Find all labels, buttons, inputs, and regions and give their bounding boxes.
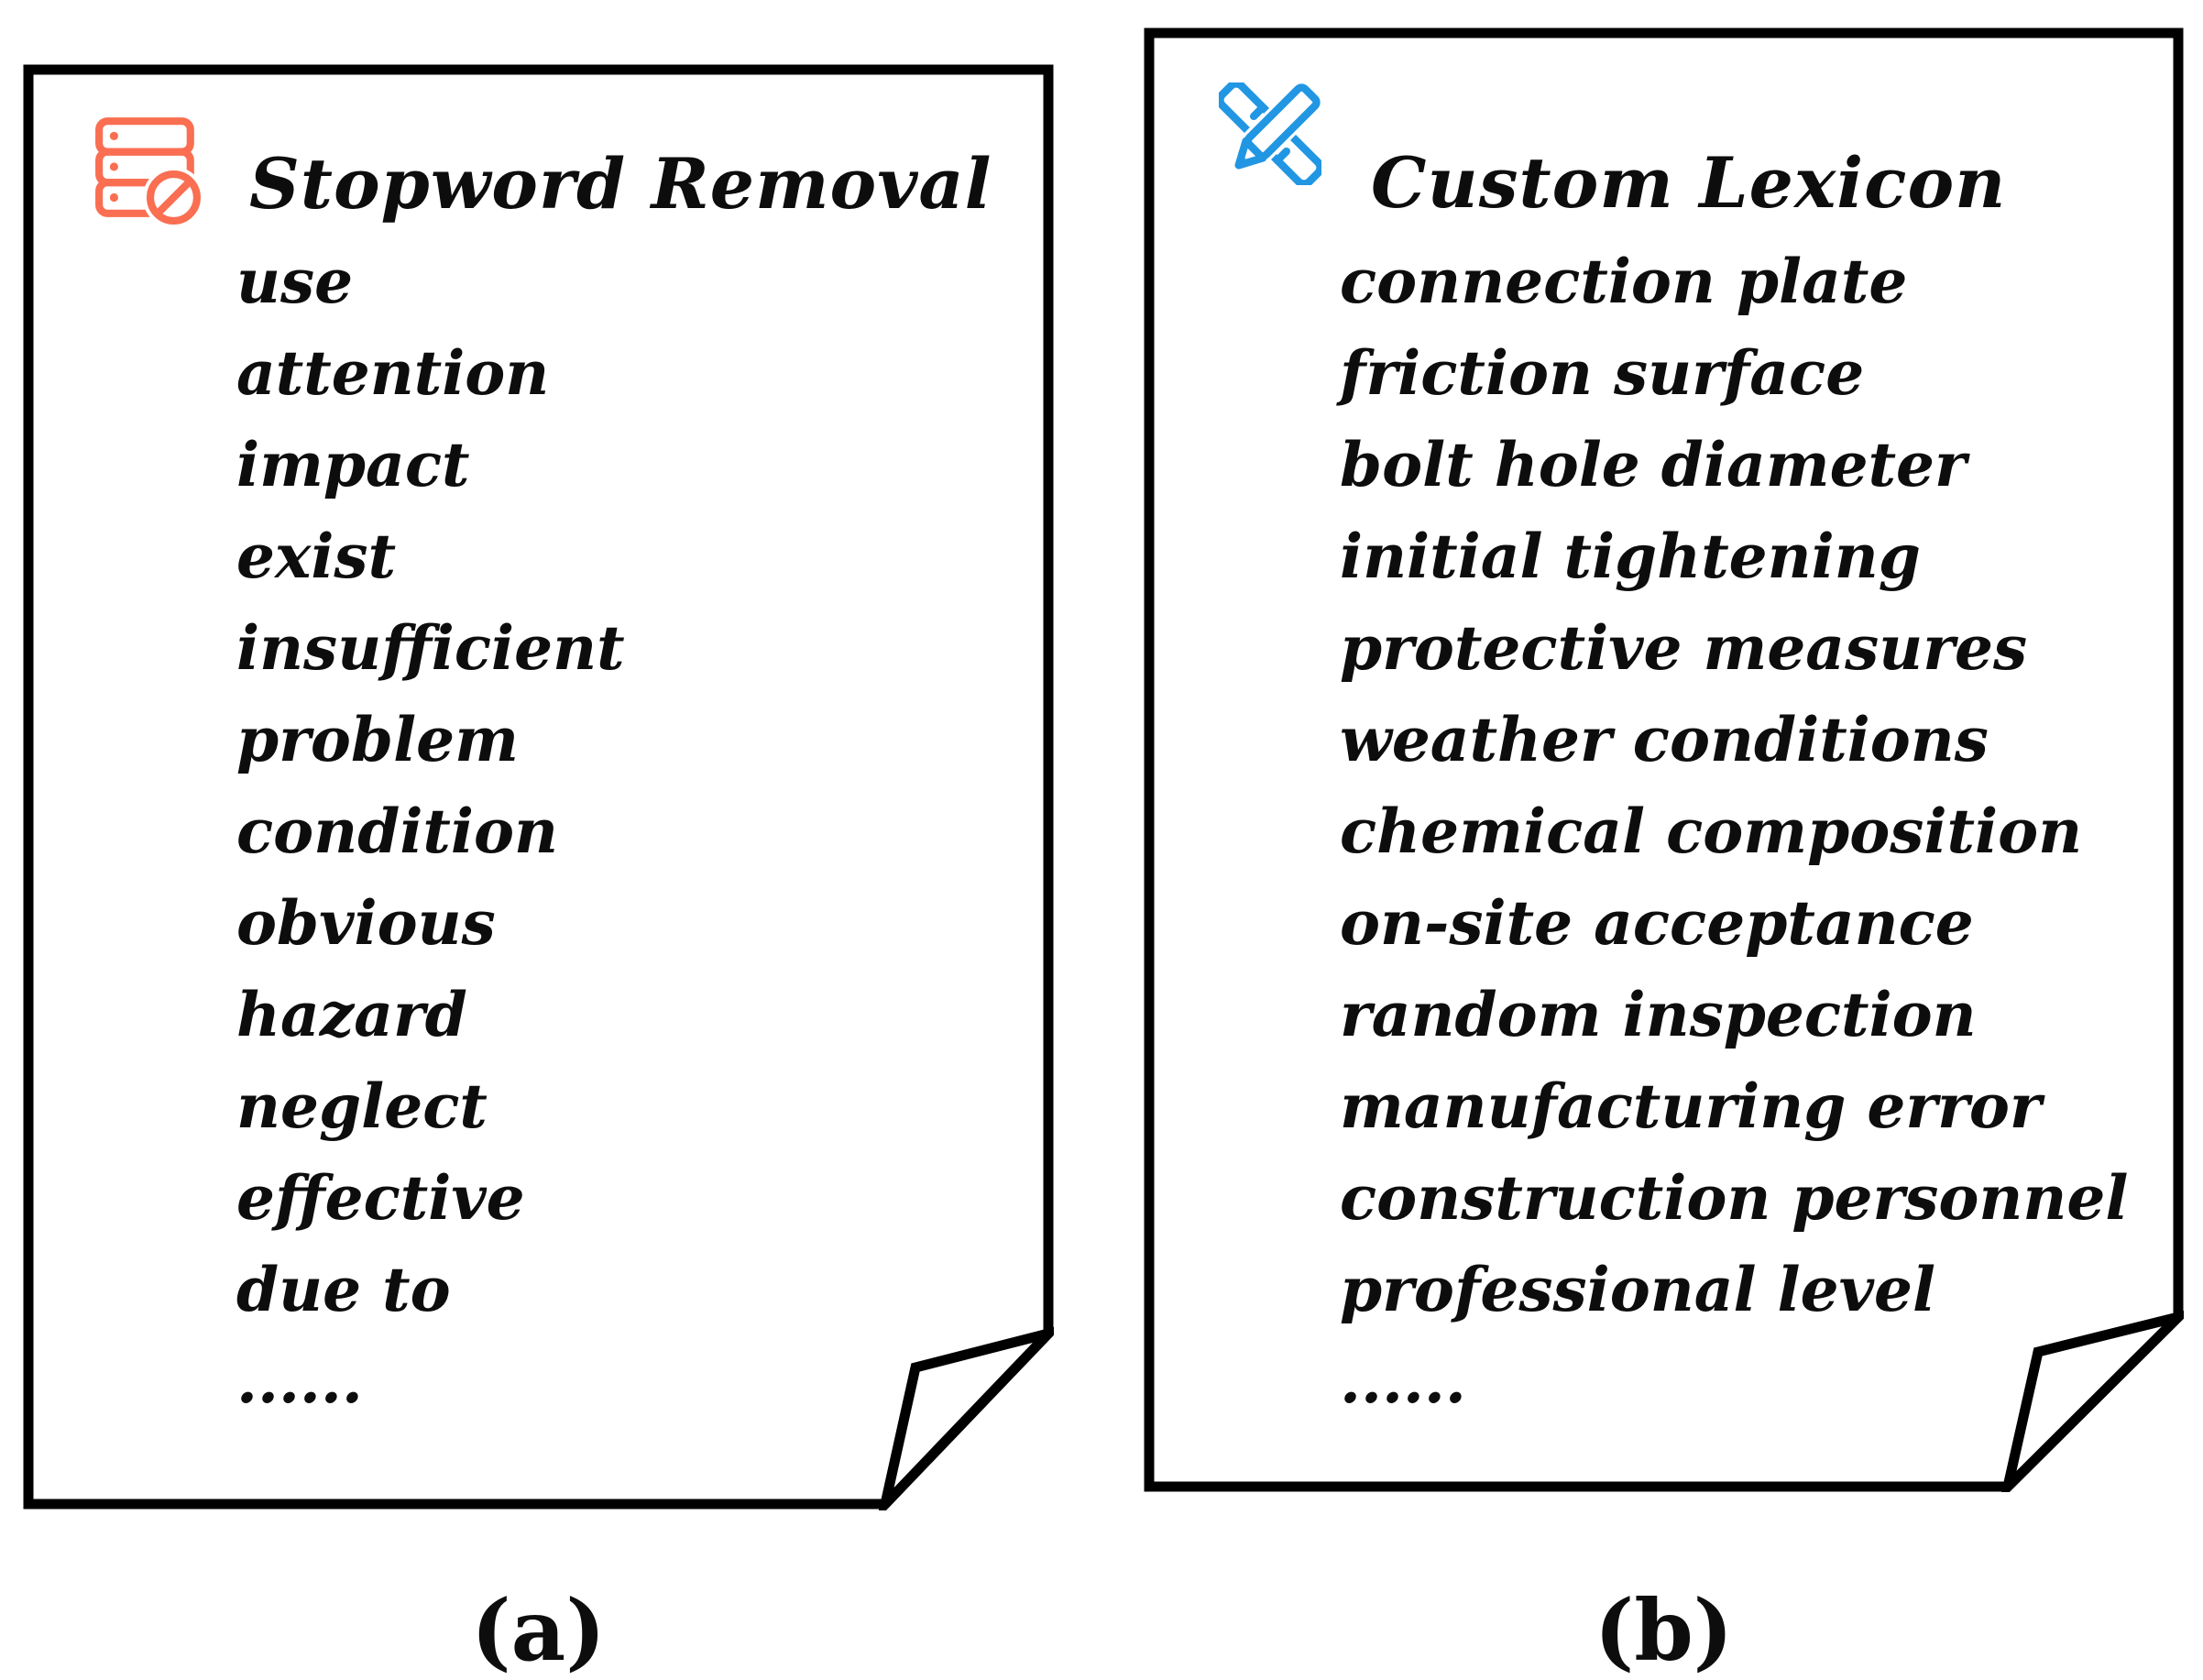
lexicon-term: chemical composition	[1340, 796, 2083, 867]
stopword-word: due to	[236, 1254, 451, 1325]
stopword-word: exist	[236, 521, 397, 592]
lexicon-term: connection plate	[1340, 246, 1908, 317]
lexicon-term: friction surface	[1340, 337, 1865, 409]
stopword-word: neglect	[236, 1071, 488, 1142]
stopword-word: hazard	[236, 979, 467, 1050]
lexicon-term-ellipsis: ......	[1340, 1345, 1466, 1417]
lexicon-word-list: connection plate friction surface bolt h…	[1340, 236, 2128, 1427]
lexicon-term: professional level	[1340, 1254, 1936, 1325]
lexicon-term: initial tightening	[1340, 521, 1921, 592]
lexicon-term: on-site acceptance	[1340, 887, 1974, 959]
pencil-ruler-icon	[1216, 75, 1329, 188]
stopword-word: effective	[236, 1162, 525, 1234]
lexicon-term: construction personnel	[1340, 1162, 2129, 1234]
subfigure-label-a: (a)	[471, 1581, 606, 1680]
lexicon-term: protective measures	[1340, 612, 2028, 684]
stopword-word: problem	[236, 704, 519, 775]
stopword-word-list: use attention impact exist insufficient …	[236, 236, 625, 1427]
stopword-word: use	[236, 246, 354, 317]
stopword-word: impact	[236, 429, 470, 500]
stopword-note-page	[23, 64, 1054, 1510]
subfigure-label-b: (b)	[1594, 1581, 1734, 1680]
stopword-word: insufficient	[236, 612, 625, 684]
stopword-word: obvious	[236, 887, 496, 959]
stopword-word-ellipsis: ......	[236, 1345, 363, 1417]
lexicon-page-folded-corner	[2001, 1310, 2184, 1492]
stopword-page-folded-corner	[878, 1326, 1054, 1510]
lexicon-term: weather conditions	[1340, 704, 1989, 775]
lexicon-term: manufacturing error	[1340, 1071, 2042, 1142]
lexicon-term: random inspection	[1340, 979, 1977, 1050]
lexicon-panel-title: Custom Lexicon	[1371, 142, 2007, 224]
lexicon-term: bolt hole diameter	[1340, 429, 1967, 500]
database-block-icon	[92, 114, 205, 229]
lexicon-note-page	[1144, 27, 2184, 1492]
stopword-panel-title: Stopword Removal	[249, 143, 992, 225]
stopword-word: condition	[236, 796, 558, 867]
stopword-word: attention	[236, 337, 550, 409]
